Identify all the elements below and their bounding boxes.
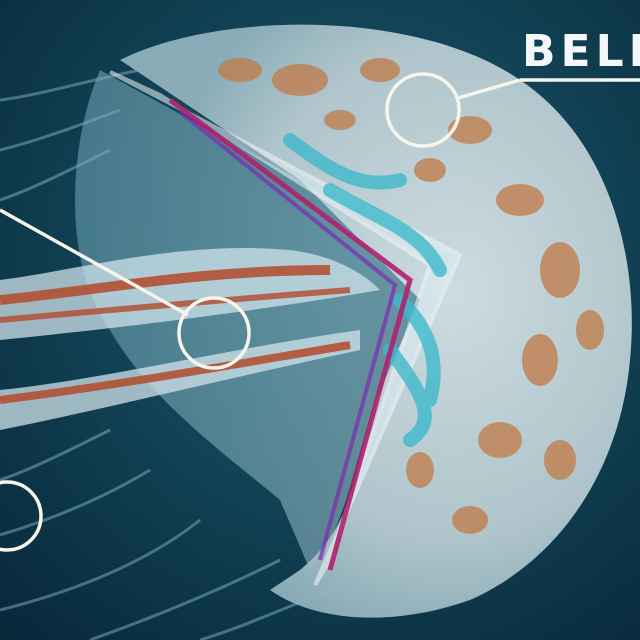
bell-spots	[218, 58, 604, 534]
cutaway-panel	[109, 70, 463, 587]
callout-oral-arms	[0, 208, 251, 370]
callout-oral-arms-circle	[177, 296, 251, 370]
callout-bell	[385, 72, 640, 148]
bell-label: BELL	[522, 26, 640, 77]
callout-bell-line	[457, 78, 521, 100]
callout-oral-arms-line	[0, 208, 189, 317]
gut-line	[168, 98, 413, 571]
callout-tentacles	[0, 480, 43, 552]
callout-tentacles-circle	[0, 480, 43, 552]
gastric-canals	[283, 133, 447, 447]
callout-bell-circle	[385, 72, 461, 148]
bell	[120, 24, 632, 618]
